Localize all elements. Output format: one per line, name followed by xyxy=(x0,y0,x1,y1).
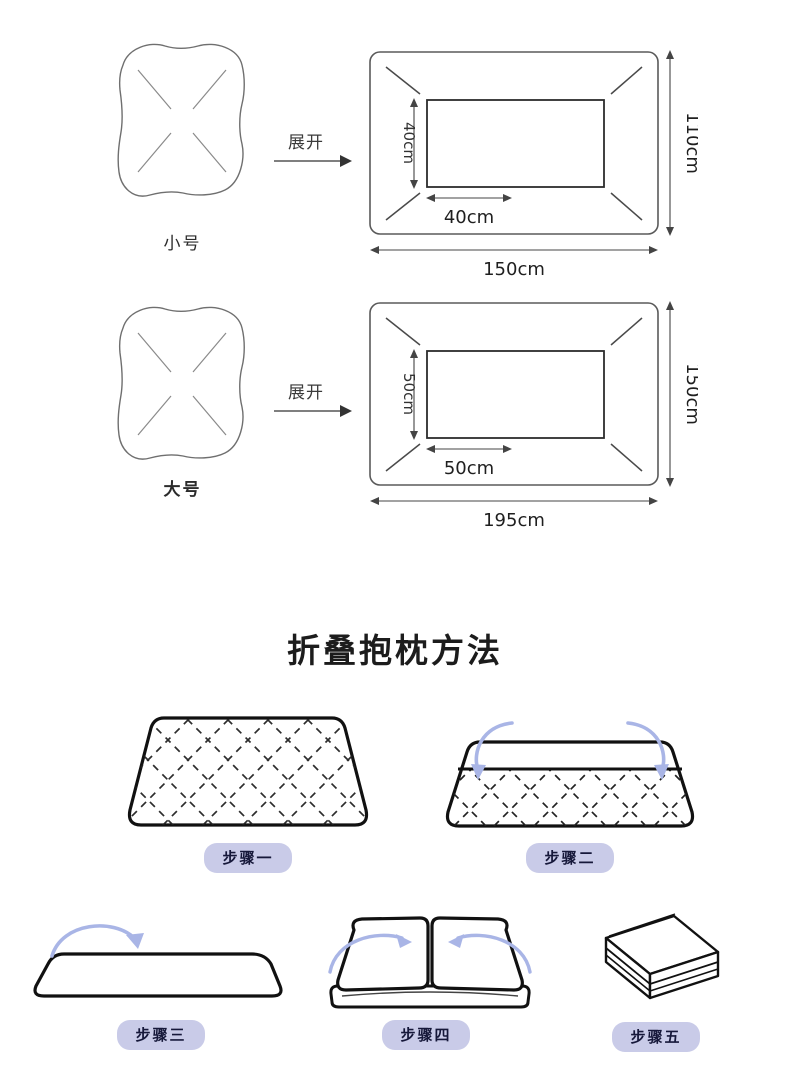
unfold-label-small: 展开 xyxy=(288,133,324,153)
outer-width-dimension-small: 150cm xyxy=(483,259,545,280)
unfold-arrow-icon-large xyxy=(274,405,352,417)
step-5-badge[interactable]: 步骤五 xyxy=(612,1022,700,1052)
unfolded-dimension-diagram-small: 40cm 40cm 110cm 150cm xyxy=(369,50,698,280)
pillow-size-label-large: 大号 xyxy=(163,480,202,500)
inner-width-dimension-large: 50cm xyxy=(444,458,494,479)
step-4-illustration xyxy=(328,916,532,1009)
step-3-badge[interactable]: 步骤三 xyxy=(117,1020,205,1050)
fold-step-5: 步骤五 xyxy=(578,910,738,1052)
unfold-arrow-icon-small xyxy=(274,155,352,167)
pillow-size-label-small: 小号 xyxy=(163,234,202,254)
inner-height-dimension-large: 50cm xyxy=(400,373,418,415)
unfolded-dimension-diagram-large: 50cm 50cm 150cm 195cm xyxy=(369,301,698,531)
step-4-badge[interactable]: 步骤四 xyxy=(382,1020,470,1050)
size-comparison-row-large: 大号 展开 50cm 50cm 150cm xyxy=(0,283,790,538)
step-1-badge[interactable]: 步骤一 xyxy=(204,843,292,873)
fold-step-1: 步骤一 xyxy=(98,710,398,873)
outer-height-dimension-small: 110cm xyxy=(682,112,698,174)
page-title: 折叠抱枕方法 xyxy=(287,631,503,670)
step-1-illustration xyxy=(127,716,369,827)
fold-step-3: 步骤三 xyxy=(22,912,312,1050)
step-2-badge[interactable]: 步骤二 xyxy=(526,843,614,873)
folded-pillow-illustration-small xyxy=(117,43,245,197)
step-5-illustration xyxy=(604,913,720,1000)
folded-pillow-illustration-large xyxy=(117,306,245,460)
fold-step-2: 步骤二 xyxy=(420,700,720,873)
step-3-illustration xyxy=(33,924,283,998)
step-2-illustration xyxy=(445,721,695,828)
outer-width-dimension-large: 195cm xyxy=(483,510,545,531)
inner-width-dimension-small: 40cm xyxy=(444,207,494,228)
fold-step-4: 步骤四 xyxy=(320,908,540,1050)
outer-height-dimension-large: 150cm xyxy=(682,363,698,425)
unfold-label-large: 展开 xyxy=(288,383,324,403)
inner-height-dimension-small: 40cm xyxy=(400,122,418,164)
size-comparison-row-small: 小号 展开 40cm 40cm xyxy=(0,20,790,280)
